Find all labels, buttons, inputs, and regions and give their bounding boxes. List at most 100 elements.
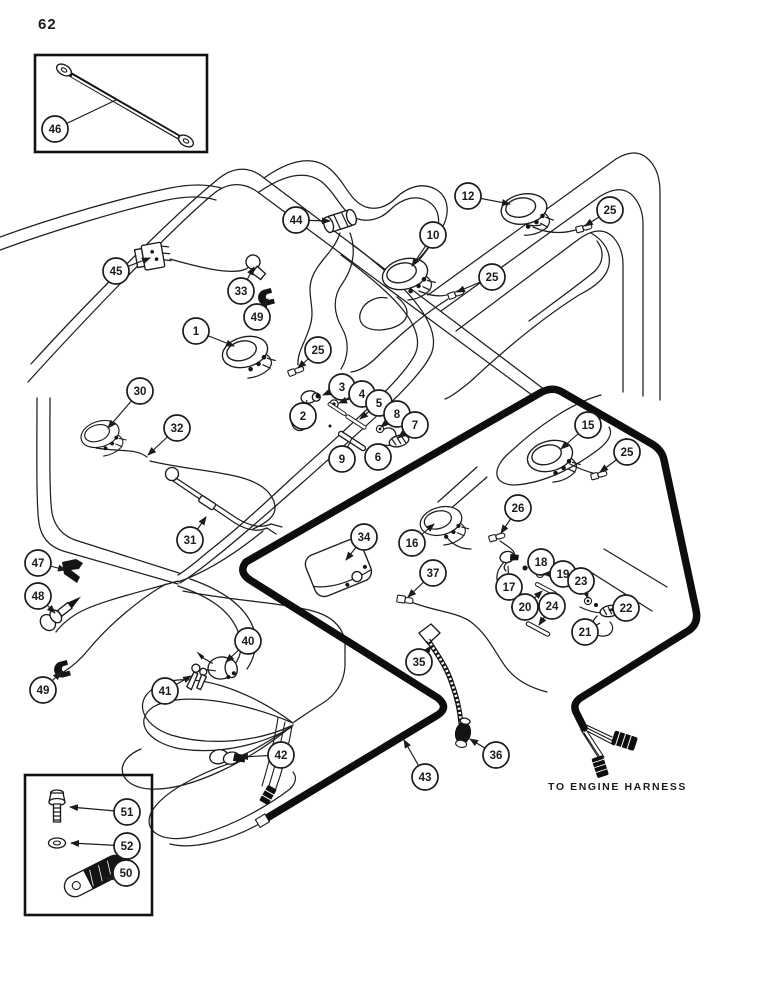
svg-text:48: 48 [32, 591, 45, 603]
sleeve-part-24b [525, 620, 551, 638]
svg-text:52: 52 [121, 841, 134, 853]
socket-part-17 [499, 550, 519, 564]
callout-48: 48 [24, 582, 56, 614]
svg-text:32: 32 [171, 423, 184, 435]
callout-25: 25 [584, 196, 624, 227]
callout-46: 46 [41, 99, 117, 143]
lamp-part-35 [418, 623, 464, 725]
bulb-part-33 [245, 254, 267, 281]
callout-49: 49 [243, 298, 271, 331]
screw-part-18 [522, 565, 528, 571]
keys-part-41 [186, 663, 208, 691]
callout-17: 17 [495, 565, 523, 601]
parts-layer [39, 188, 622, 765]
engine-harness-label: TO ENGINE HARNESS [548, 781, 688, 793]
cup-part-30 [76, 414, 130, 463]
nut-part-23 [583, 596, 593, 606]
callout-7: 7 [397, 411, 429, 439]
clip-part-47 [62, 559, 83, 583]
callout-42: 42 [239, 741, 295, 769]
cable-part-31 [164, 466, 283, 535]
svg-text:10: 10 [427, 230, 440, 242]
plug-part-36 [454, 717, 472, 748]
connector-part-37 [396, 594, 414, 604]
switch-part-48 [39, 596, 82, 632]
callout-44: 44 [282, 206, 331, 234]
washer-part-52 [47, 837, 67, 849]
svg-text:6: 6 [375, 452, 381, 464]
callout-25: 25 [599, 438, 641, 473]
strap-part-50 [63, 854, 127, 898]
svg-text:5: 5 [376, 398, 383, 410]
callout-1: 1 [182, 317, 235, 347]
svg-text:25: 25 [604, 205, 617, 217]
svg-text:7: 7 [412, 420, 418, 432]
callout-20: 20 [511, 590, 543, 621]
svg-text:49: 49 [37, 685, 50, 697]
callout-25: 25 [456, 263, 506, 293]
svg-text:19: 19 [557, 569, 570, 581]
callout-23: 23 [567, 567, 595, 599]
callout-51: 51 [69, 798, 141, 826]
svg-text:4: 4 [359, 389, 366, 401]
callout-10: 10 [411, 221, 447, 267]
callout-50: 50 [104, 859, 140, 887]
engine-harness-connectors [579, 721, 639, 779]
svg-text:37: 37 [427, 568, 440, 580]
gauge-part-15 [523, 433, 584, 489]
svg-text:51: 51 [121, 807, 134, 819]
dot-part-9b [328, 424, 332, 428]
callout-33: 33 [227, 266, 255, 305]
callout-45: 45 [102, 257, 151, 285]
callout-43: 43 [403, 739, 439, 791]
svg-text:47: 47 [32, 558, 45, 570]
svg-text:3: 3 [339, 382, 345, 394]
svg-text:34: 34 [358, 532, 371, 544]
svg-text:25: 25 [621, 447, 634, 459]
callout-52: 52 [70, 832, 141, 860]
inset-box-46 [33, 53, 209, 154]
callout-12: 12 [454, 182, 511, 210]
harness-tip [254, 813, 271, 829]
svg-text:40: 40 [242, 636, 255, 648]
svg-text:16: 16 [406, 538, 419, 550]
dot-part-23b [594, 603, 598, 607]
svg-text:26: 26 [512, 503, 525, 515]
main-harness [239, 385, 701, 829]
svg-text:17: 17 [503, 582, 516, 594]
svg-text:41: 41 [159, 686, 172, 698]
connector-part-25d [589, 469, 609, 481]
callout-34: 34 [345, 523, 378, 561]
svg-text:45: 45 [110, 266, 123, 278]
callout-22: 22 [608, 594, 640, 622]
callout-32: 32 [147, 414, 191, 456]
svg-text:31: 31 [184, 535, 197, 547]
gauge-part-1 [218, 329, 279, 385]
svg-text:25: 25 [312, 345, 325, 357]
svg-text:8: 8 [394, 409, 401, 421]
callout-40: 40 [225, 627, 262, 663]
svg-text:36: 36 [490, 750, 503, 762]
callout-35: 35 [405, 645, 433, 676]
callout-16: 16 [398, 523, 435, 557]
svg-text:12: 12 [462, 191, 475, 203]
svg-text:25: 25 [486, 272, 499, 284]
svg-text:23: 23 [575, 576, 588, 588]
connector-part-25a [286, 364, 306, 378]
callout-47: 47 [24, 549, 67, 577]
socket-part-2 [300, 390, 321, 404]
svg-text:2: 2 [300, 411, 306, 423]
svg-text:46: 46 [49, 124, 62, 136]
svg-text:42: 42 [275, 750, 288, 762]
callout-24: 24 [538, 592, 566, 626]
box-part-34 [304, 538, 373, 598]
harness-branch-connector [259, 785, 277, 805]
wire-network [0, 152, 668, 847]
callout-2: 2 [289, 399, 317, 430]
callout-25: 25 [297, 336, 332, 369]
callout-9: 9 [328, 437, 356, 473]
callout-21: 21 [571, 618, 601, 646]
callout-6: 6 [364, 443, 392, 471]
